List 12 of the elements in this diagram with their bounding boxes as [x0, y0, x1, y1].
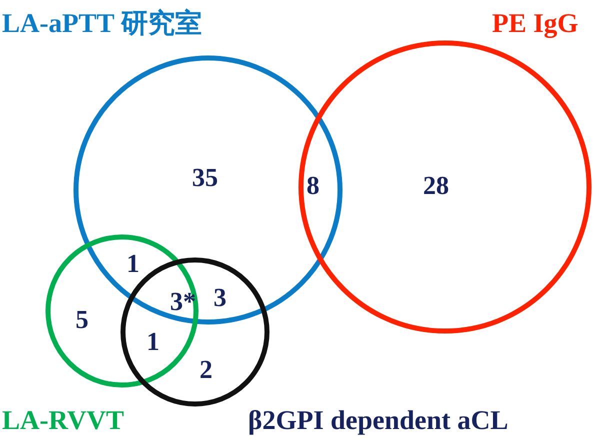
set-label: LA-RVVT: [2, 405, 124, 435]
region-count: 8: [306, 172, 320, 200]
region-count: 28: [423, 172, 449, 200]
region-count: 3: [214, 284, 226, 312]
region-count: 2: [200, 356, 212, 384]
set-label: LA-aPTT 研究室: [2, 8, 202, 38]
region-count: 35: [192, 164, 218, 192]
region-count: 5: [76, 306, 88, 334]
set-label: PE IgG: [492, 8, 578, 38]
region-count: 1: [146, 328, 160, 356]
set-label: β2GPI dependent aCL: [248, 405, 508, 435]
region-count: 1: [126, 250, 140, 278]
